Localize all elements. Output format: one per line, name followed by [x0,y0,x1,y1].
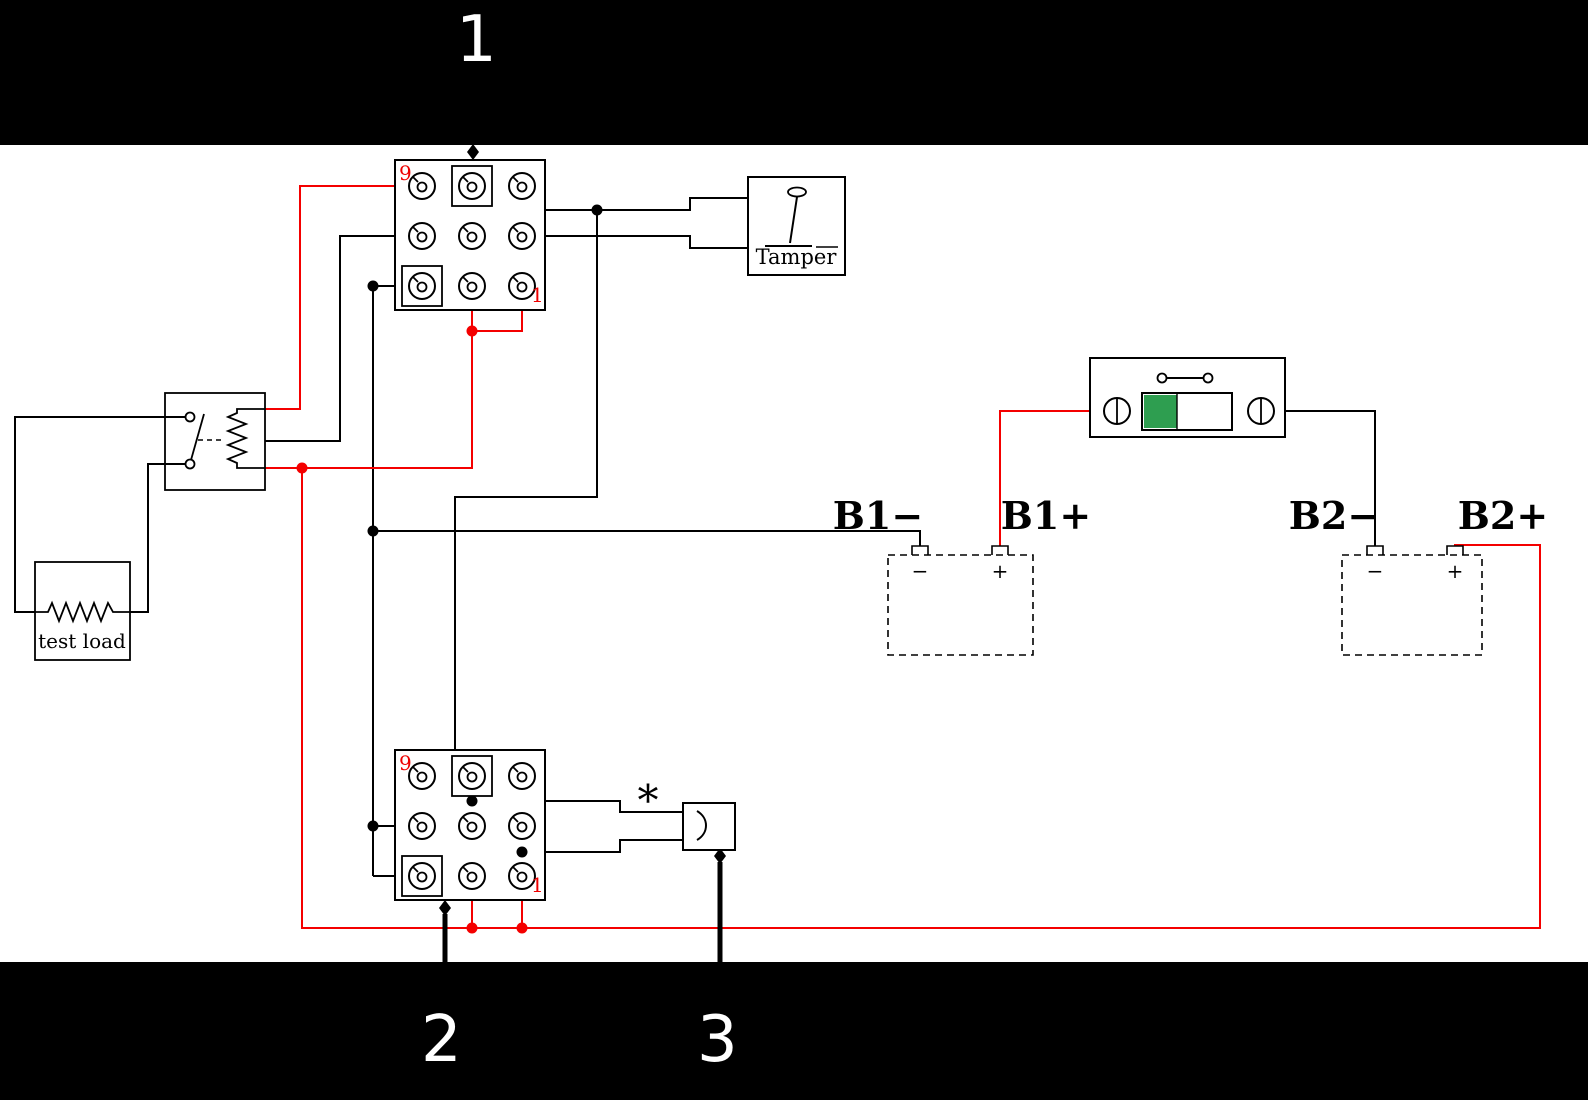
junction-dot [367,820,379,832]
top-connector-key-square-a [451,165,493,207]
cable-3-diamond [714,848,726,864]
terminal-screw [408,812,436,840]
fuse-body-green [1144,395,1177,428]
junction-dot [367,280,379,292]
top-connector-pin9-label: 9 [399,161,412,185]
junction-dot [591,204,603,216]
sounder-box [682,802,736,851]
terminal-screw [408,172,436,200]
relay-coil-resistor [225,408,265,469]
sounder-arc [696,810,707,841]
battery-b2-neg-tab [1366,545,1384,555]
junction-dot [466,795,478,807]
cable-2-label: 2 [421,1003,462,1077]
battery-b1-pos-sign: + [992,559,1009,583]
junction-dot [367,525,379,537]
terminal-screw [508,222,536,250]
terminal-screw [408,272,436,300]
terminal-screw [508,762,536,790]
wire-main-red-loop-to-b2-pos [301,468,1541,929]
terminal-screw [458,222,486,250]
relay-contact-bottom [184,458,196,470]
wire-sounder-bottom-lead [521,839,683,853]
tamper-pin-stem [789,196,798,244]
battery-b1: − + B1− B1+ [833,493,1091,656]
terminal-screw [458,862,486,890]
terminal-screw [408,862,436,890]
cable-1-label: 1 [456,3,497,77]
bottom-connector-pin9-label: 9 [399,751,412,775]
wire-tamper-bottom-lead [535,235,748,249]
terminal-screw [408,762,436,790]
wire-fuse-to-b1-pos [999,410,1090,546]
relay-box [164,392,266,491]
fuse-handle-end-right [1202,372,1214,384]
fuse-holder [1089,357,1286,438]
battery-b1-outline [887,554,1034,656]
fuse-handle-end-left [1156,372,1168,384]
top-connector-block: 9 1 [394,159,546,311]
junction-dot-red [296,462,308,474]
cable-1-diamond [467,144,479,160]
junction-dot-red [466,325,478,337]
battery-b2-pos-label: B2+ [1458,493,1548,538]
battery-b2: − + B2− B2+ [1289,493,1548,656]
relay-switch-lever [190,413,205,461]
wire-fuse-to-b2-neg [1285,410,1376,546]
bottom-connector-key-square-b [401,855,443,897]
battery-b2-pos-tab [1446,545,1464,555]
cable-drops [439,144,726,963]
junction-dot [516,846,528,858]
tamper-pin-head [787,186,807,198]
terminal-screw [458,762,486,790]
wire-pin9-to-relay [265,185,409,410]
junction-dots-black [367,204,603,858]
terminal-screw [458,812,486,840]
cable-2-diamond [439,900,451,916]
tamper-label: Tamper [756,245,838,269]
test-load-label: test load [38,629,126,653]
battery-b2-neg-label: B2− [1289,493,1379,538]
terminal-screw [408,222,436,250]
battery-b2-pos-sign: + [1447,559,1464,583]
sounder-star-label: * [638,776,659,825]
wire-junction-to-top-block [302,331,473,469]
wire-test-loop-left [14,416,185,613]
top-cable-bar [0,0,1588,145]
battery-b2-neg-sign: − [1367,559,1384,583]
battery-b1-neg-tab [911,545,929,555]
junction-dot-red [516,922,528,934]
bottom-connector-pin1-label: 1 [531,873,544,897]
test-load-resistor [35,600,130,624]
terminal-screw [458,272,486,300]
battery-b1-pos-tab [991,545,1009,555]
terminal-screw [458,172,486,200]
top-connector-key-square-b [401,265,443,307]
cable-3-label: 3 [697,1003,738,1077]
black-wires [14,197,1376,877]
test-load: test load [34,561,131,661]
bottom-cable-bar [0,962,1588,1100]
battery-b1-neg-label: B1− [833,493,923,538]
junction-dots-red [296,325,528,934]
relay-contact-top [184,411,196,423]
bottom-connector-block: 9 1 [394,749,546,901]
battery-b1-pos-label: B1+ [1001,493,1091,538]
battery-b1-neg-sign: − [912,559,929,583]
tamper-switch: Tamper [747,176,846,276]
junction-dot-red [466,922,478,934]
relay-test-switch [164,392,266,491]
sounder-component: * [638,776,736,851]
top-connector-pin1-label: 1 [531,283,544,307]
wire-relay-to-top-block [265,235,409,442]
terminal-screw [508,812,536,840]
terminal-screw [508,172,536,200]
wire-trunk-to-b1-neg [373,530,921,546]
